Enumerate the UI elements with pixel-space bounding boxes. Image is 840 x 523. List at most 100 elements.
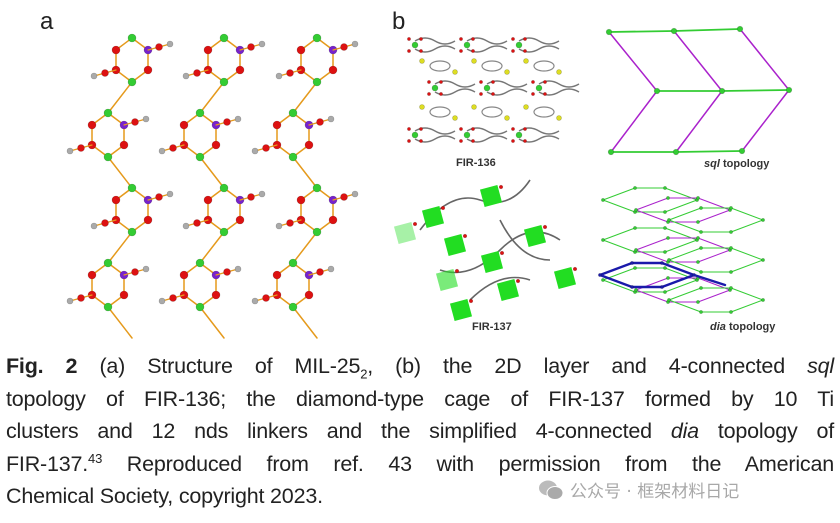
naphthalene (481, 60, 503, 72)
ti-cluster-polyhedron (421, 205, 445, 229)
dia-node (761, 298, 765, 302)
bond (107, 306, 133, 339)
dia-edge (602, 227, 636, 241)
atom (471, 127, 475, 131)
atom (439, 80, 443, 84)
dia-edge (664, 199, 698, 213)
caption-text: clusters and 12 nds linkers and the simp… (6, 419, 671, 443)
atom (111, 45, 121, 55)
dia-node (729, 286, 733, 290)
dia-node (633, 226, 637, 230)
linker-chain (419, 179, 561, 301)
atom (511, 139, 515, 143)
dia-node (666, 196, 670, 200)
dia-rest: topology (725, 321, 776, 333)
dia-edge (602, 199, 636, 213)
watermark-text: 公众号 · 框架材料日记 (570, 482, 740, 502)
bond (107, 231, 133, 264)
atom (262, 294, 270, 302)
sql-node (607, 148, 615, 156)
sulfur-atom (556, 115, 562, 121)
dia-node (699, 310, 703, 314)
dia-edge (697, 289, 731, 303)
atom (523, 139, 527, 143)
atom (219, 33, 229, 43)
atom (419, 127, 423, 131)
atom (304, 290, 314, 300)
reference-superscript: 43 (88, 450, 103, 466)
atom (542, 224, 548, 230)
hydrogen-atom (234, 265, 242, 273)
ti-cluster-polyhedron (443, 233, 467, 257)
naphthalene (481, 106, 503, 118)
sulfur-atom (556, 69, 562, 75)
caption-line: topology of FIR-136; the diamond-type ca… (6, 383, 834, 416)
atom (262, 144, 270, 152)
bond (292, 81, 318, 114)
dia-edge (668, 247, 702, 261)
sulfur-atom (419, 58, 425, 64)
sulfur-atom (471, 104, 477, 110)
atom (103, 152, 113, 162)
hydrogen-atom (327, 265, 335, 273)
atom (127, 227, 137, 237)
atom (286, 69, 294, 77)
ti-node (431, 84, 439, 92)
dia-edge (635, 289, 669, 303)
dia-node (663, 210, 667, 214)
fir136-label: FIR-136 (456, 157, 496, 169)
bond (199, 306, 225, 339)
hydrogen-atom (182, 222, 190, 230)
dia-edge (697, 209, 731, 223)
dia-node (699, 230, 703, 234)
bond (199, 156, 225, 189)
bond (107, 81, 133, 114)
atom (288, 152, 298, 162)
hydrogen-atom (351, 190, 359, 198)
atom (511, 49, 515, 53)
dia-node (667, 298, 671, 302)
atom (119, 290, 129, 300)
sql-edge (673, 30, 723, 92)
bond (292, 306, 318, 339)
atom (155, 43, 163, 51)
dia-edge (730, 299, 764, 313)
hydrogen-atom (234, 115, 242, 123)
atom (340, 193, 348, 201)
atom (543, 80, 547, 84)
dia-node (633, 186, 637, 190)
atom (515, 278, 521, 284)
caption-text: Chemical Society, copyright 2023. (6, 484, 323, 508)
hydrogen-atom (251, 147, 259, 155)
bond (292, 231, 318, 264)
atom (101, 69, 109, 77)
atom (427, 80, 431, 84)
dia-node (663, 250, 667, 254)
atom (471, 37, 475, 41)
atom (511, 127, 515, 131)
caption-line: Fig. 2 (a) Structure of MIL-252, (b) the… (6, 350, 834, 383)
sql-edge (675, 150, 743, 153)
atom (272, 120, 282, 130)
atom (419, 139, 423, 143)
hydrogen-atom (182, 72, 190, 80)
atom (143, 215, 153, 225)
atom (471, 139, 475, 143)
atom (531, 92, 535, 96)
bond (199, 231, 225, 264)
sql-edge (741, 89, 790, 152)
dia-node (601, 238, 605, 242)
atom (131, 268, 139, 276)
atom (412, 221, 418, 227)
atom (103, 258, 113, 268)
sql-node (670, 27, 678, 35)
atom (468, 298, 474, 304)
hydrogen-atom (327, 115, 335, 123)
ti-node (463, 41, 471, 49)
fir137-label: FIR-137 (472, 321, 512, 333)
dia-edge (668, 299, 702, 313)
atom (127, 183, 137, 193)
naphthalene (429, 60, 451, 72)
hydrogen-atom (66, 297, 74, 305)
ti-cluster-polyhedron (479, 184, 503, 208)
